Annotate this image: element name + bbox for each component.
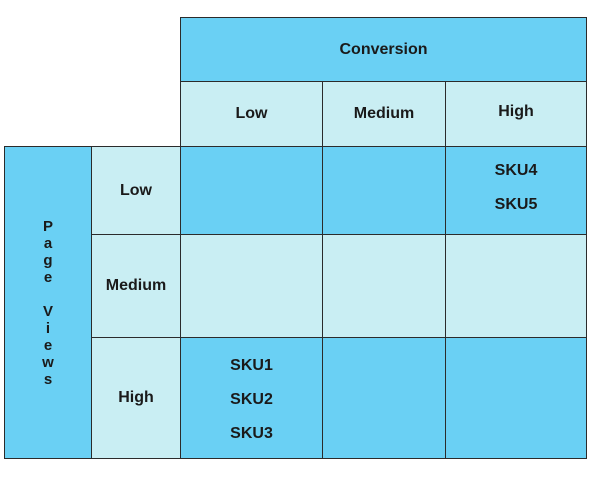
page-views-letter: w [42,353,54,371]
cell-high-views-low-conversion: SKU1 SKU2 SKU3 [180,337,323,459]
row-header-high-label: High [118,389,154,406]
col-header-low: Low [180,81,323,147]
cell-medium-views-low-conversion [180,234,323,338]
sku-label: SKU3 [230,425,273,442]
page-views-letter: s [43,370,53,388]
sku-label: SKU4 [494,162,538,179]
cell-low-views-high-conversion: SKU4 SKU5 [445,146,587,235]
sku-label: SKU2 [230,391,273,408]
page-views-letter: a [43,234,53,252]
cell-medium-views-high-conversion [445,234,587,338]
row-header-low-label: Low [120,181,152,199]
cell-low-views-low-conversion [180,146,323,235]
row-header-high: High [91,337,181,459]
col-header-low-label: Low [235,105,268,122]
page-views-letter: e [43,336,53,354]
cell-high-views-medium-conversion [322,337,446,459]
page-views-header: P a g e V i e w s [4,146,92,459]
col-header-high-label: High [498,103,534,120]
sku-label: SKU1 [230,357,273,374]
page-views-letter: P [42,217,53,235]
cell-low-views-medium-conversion [322,146,446,235]
row-header-medium: Medium [91,234,181,338]
row-header-medium-label: Medium [105,277,167,294]
col-header-high: High [445,81,587,147]
cell-medium-views-medium-conversion [322,234,446,338]
page-views-letter: g [43,251,53,269]
conversion-title: Conversion [339,40,428,58]
page-views-letter: i [45,319,51,337]
col-header-medium-label: Medium [353,105,415,122]
conversion-header: Conversion [180,17,587,82]
page-views-letter: V [42,302,53,320]
cell-high-views-high-conversion [445,337,587,459]
col-header-medium: Medium [322,81,446,147]
row-header-low: Low [91,146,181,235]
sku-label: SKU5 [494,196,538,213]
page-views-letter: e [43,268,53,286]
